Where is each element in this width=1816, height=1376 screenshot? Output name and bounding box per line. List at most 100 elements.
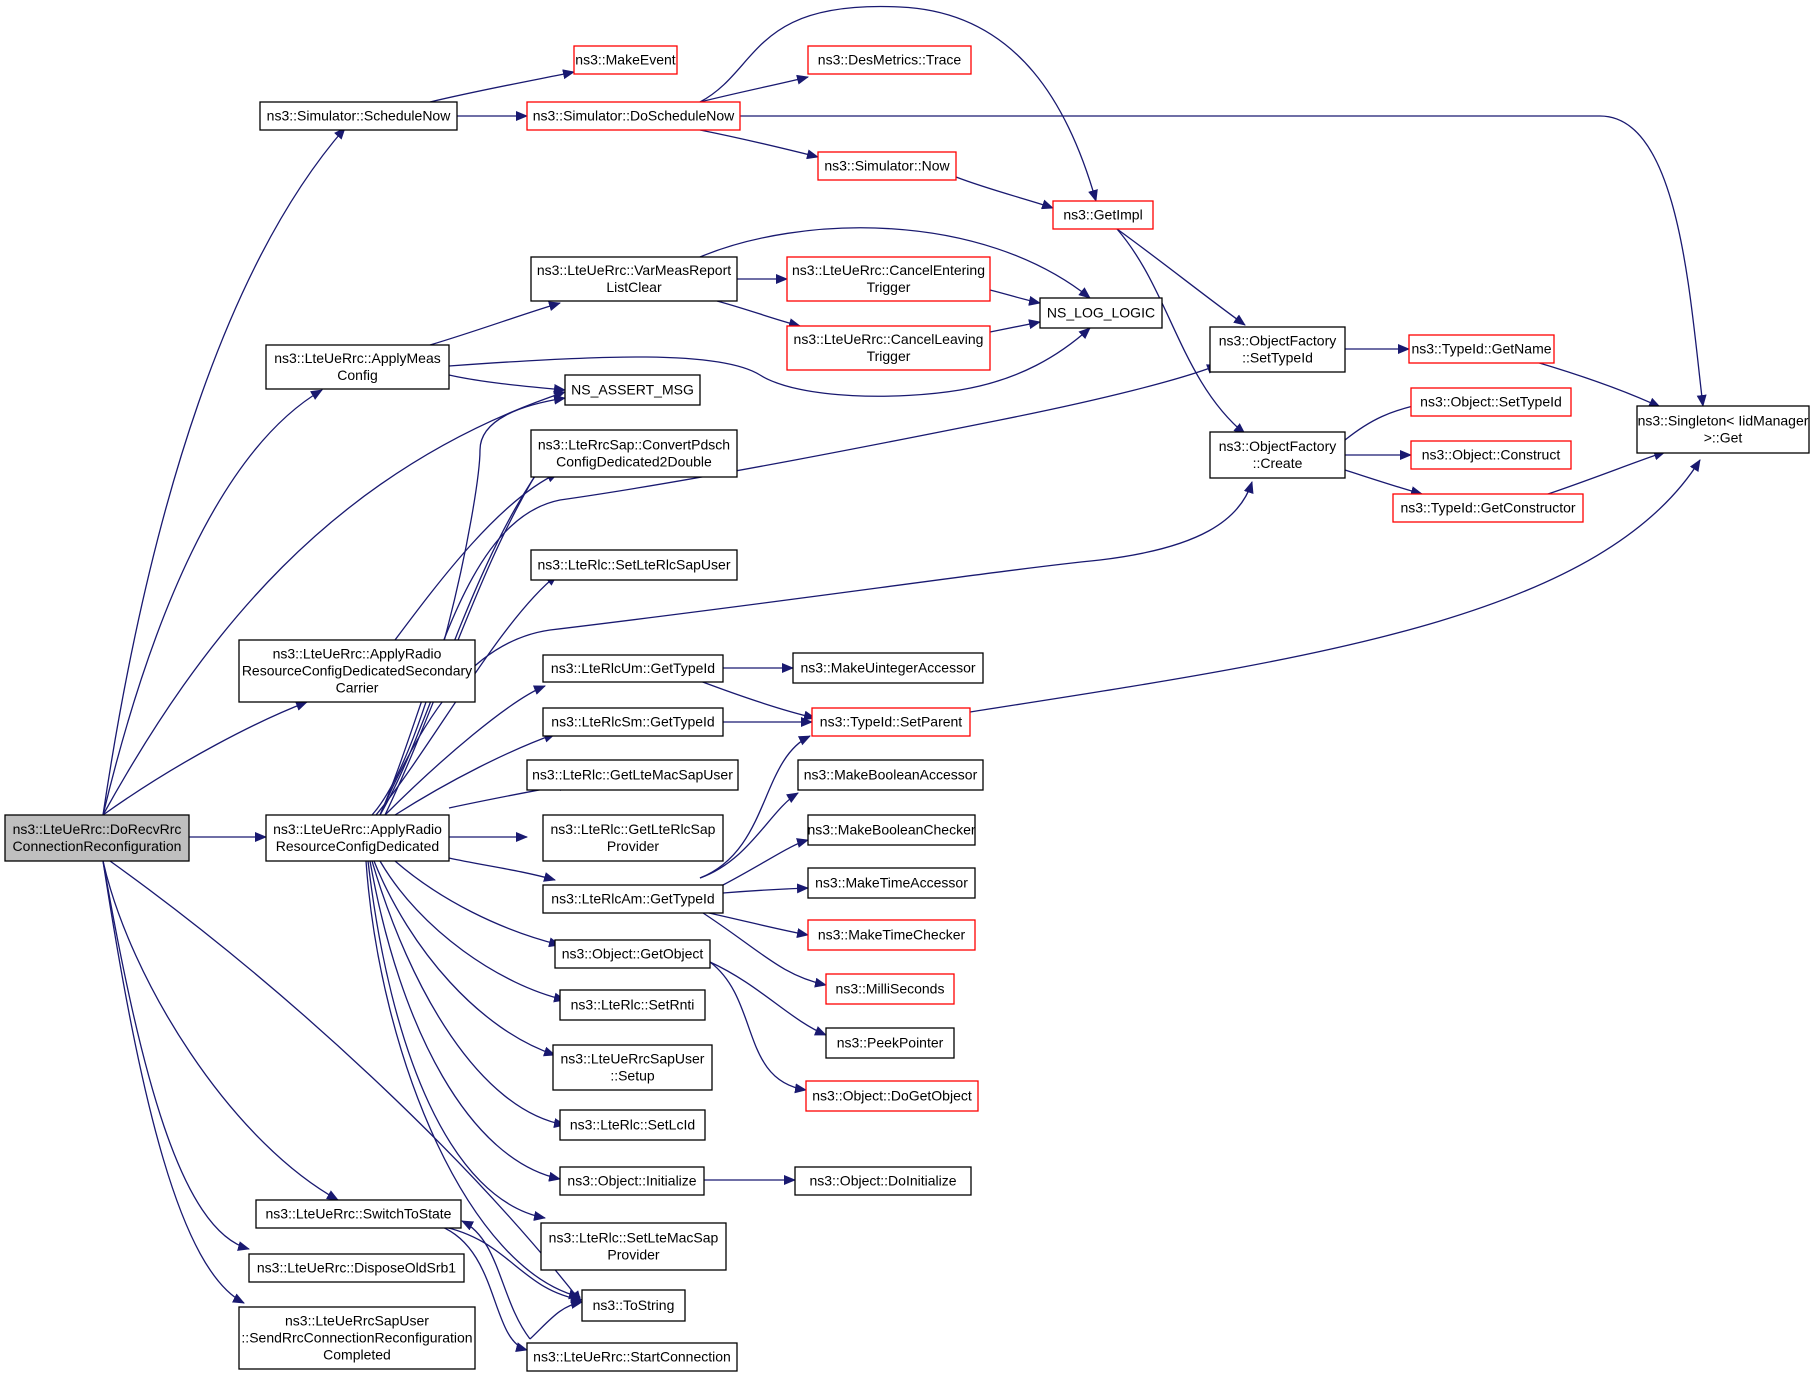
node-box bbox=[559, 1166, 705, 1196]
node-box bbox=[1039, 297, 1163, 329]
edge-setparent-singleton bbox=[969, 459, 1701, 713]
node-rlc-sm-get-type-id[interactable]: ns3::LteRlcSm::GetTypeId bbox=[542, 707, 724, 737]
node-rrc-sap-user-setup[interactable]: ns3::LteUeRrcSapUser::Setup bbox=[552, 1044, 713, 1091]
node-label: ::Setup bbox=[610, 1068, 655, 1084]
node-label: ns3::Object::Initialize bbox=[567, 1173, 696, 1189]
node-box bbox=[807, 814, 976, 846]
node-of-set-type-id[interactable]: ns3::ObjectFactory::SetTypeId bbox=[1209, 326, 1346, 373]
node-do-schedule-now[interactable]: ns3::Simulator::DoScheduleNow bbox=[526, 101, 741, 131]
node-make-time-acc[interactable]: ns3::MakeTimeAccessor bbox=[807, 867, 976, 899]
node-des-metrics[interactable]: ns3::DesMetrics::Trace bbox=[807, 45, 972, 75]
node-label: NS_LOG_LOGIC bbox=[1047, 305, 1155, 321]
node-set-parent[interactable]: ns3::TypeId::SetParent bbox=[811, 707, 971, 737]
nodes: ns3::LteUeRrc::DoRecvRrcConnectionReconf… bbox=[4, 45, 1810, 1372]
node-switch-to-state[interactable]: ns3::LteUeRrc::SwitchToState bbox=[255, 1199, 462, 1229]
node-label: ns3::LteRlcUm::GetTypeId bbox=[551, 660, 715, 676]
node-make-time-checker[interactable]: ns3::MakeTimeChecker bbox=[807, 919, 976, 951]
node-box bbox=[573, 45, 678, 75]
node-label: ns3::LteUeRrc::ApplyRadio bbox=[273, 821, 442, 837]
node-label: ns3::LteUeRrc::VarMeasReport bbox=[537, 262, 731, 278]
node-rlc-um-get-type-id[interactable]: ns3::LteRlcUm::GetTypeId bbox=[542, 654, 724, 683]
node-convert-pdsch[interactable]: ns3::LteRrcSap::ConvertPdschConfigDedica… bbox=[530, 429, 738, 478]
node-label: ConfigDedicated2Double bbox=[556, 454, 712, 470]
node-label: ns3::LteRrcSap::ConvertPdsch bbox=[538, 437, 730, 453]
node-label: ns3::Object::DoInitialize bbox=[809, 1173, 956, 1189]
node-start-connection[interactable]: ns3::LteUeRrc::StartConnection bbox=[526, 1342, 738, 1372]
node-do-get-object[interactable]: ns3::Object::DoGetObject bbox=[805, 1080, 979, 1112]
node-do-initialize[interactable]: ns3::Object::DoInitialize bbox=[794, 1166, 972, 1196]
node-box bbox=[526, 759, 739, 791]
node-peek-pointer[interactable]: ns3::PeekPointer bbox=[825, 1027, 955, 1059]
edge-applydedicated-setrnti bbox=[379, 860, 566, 1003]
node-obj-initialize[interactable]: ns3::Object::Initialize bbox=[559, 1166, 705, 1196]
node-label: ns3::LteUeRrc::DoRecvRrc bbox=[13, 821, 182, 837]
node-box bbox=[542, 884, 724, 914]
node-label: ns3::MakeBooleanAccessor bbox=[804, 767, 978, 783]
node-get-constructor[interactable]: ns3::TypeId::GetConstructor bbox=[1392, 493, 1584, 523]
node-label: Completed bbox=[323, 1347, 391, 1363]
node-make-bool-checker[interactable]: ns3::MakeBooleanChecker bbox=[807, 814, 976, 846]
node-dispose-old-srb1[interactable]: ns3::LteUeRrc::DisposeOldSrb1 bbox=[248, 1253, 465, 1283]
edge-switchtostate-startconnection bbox=[439, 1225, 528, 1352]
node-make-uint-acc[interactable]: ns3::MakeUintegerAccessor bbox=[792, 652, 984, 684]
node-get-impl[interactable]: ns3::GetImpl bbox=[1052, 200, 1154, 230]
node-label: ::SendRrcConnectionReconfiguration bbox=[241, 1330, 472, 1346]
node-get-object[interactable]: ns3::Object::GetObject bbox=[554, 939, 711, 969]
node-assert-msg[interactable]: NS_ASSERT_MSG bbox=[564, 374, 701, 406]
node-box bbox=[259, 101, 458, 131]
node-make-bool-acc[interactable]: ns3::MakeBooleanAccessor bbox=[797, 759, 984, 791]
node-milli-seconds[interactable]: ns3::MilliSeconds bbox=[825, 973, 955, 1005]
node-box bbox=[4, 814, 190, 862]
node-obj-construct[interactable]: ns3::Object::Construct bbox=[1410, 440, 1572, 470]
edge-applydedicated-convertpdsch-2 bbox=[384, 457, 547, 816]
node-label: ns3::TypeId::SetParent bbox=[820, 714, 963, 730]
node-box bbox=[807, 919, 976, 951]
node-set-lte-rlc-sap-user[interactable]: ns3::LteRlc::SetLteRlcSapUser bbox=[530, 549, 738, 581]
node-box bbox=[811, 707, 971, 737]
edge-varmeas-loglogic bbox=[699, 227, 1091, 299]
edge-applydedicated-rlcumgettypeid bbox=[384, 685, 546, 816]
node-make-event[interactable]: ns3::MakeEvent bbox=[573, 45, 678, 75]
node-log-logic[interactable]: NS_LOG_LOGIC bbox=[1039, 297, 1163, 329]
node-of-create[interactable]: ns3::ObjectFactory::Create bbox=[1209, 431, 1346, 479]
node-label: ns3::Singleton< IidManager bbox=[1638, 413, 1809, 429]
node-obj-set-type-id[interactable]: ns3::Object::SetTypeId bbox=[1410, 387, 1572, 417]
node-label: ns3::LteRlc::SetLcId bbox=[570, 1117, 695, 1133]
node-label: ns3::LteUeRrcSapUser bbox=[561, 1051, 705, 1067]
edge-rlcumgettypeid-setparent bbox=[699, 680, 816, 721]
node-box bbox=[554, 939, 711, 969]
node-set-lc-id[interactable]: ns3::LteRlc::SetLcId bbox=[559, 1109, 706, 1141]
node-root[interactable]: ns3::LteUeRrc::DoRecvRrcConnectionReconf… bbox=[4, 814, 190, 862]
node-apply-dedicated[interactable]: ns3::LteUeRrc::ApplyRadioResourceConfigD… bbox=[265, 814, 450, 862]
edge-applymeas-assertmsg bbox=[448, 374, 566, 395]
node-singleton-get[interactable]: ns3::Singleton< IidManager>::Get bbox=[1636, 405, 1810, 454]
node-box bbox=[238, 639, 476, 703]
node-label: ns3::LteUeRrcSapUser bbox=[285, 1313, 429, 1329]
node-get-lte-mac-sap-user[interactable]: ns3::LteRlc::GetLteMacSapUser bbox=[526, 759, 739, 791]
node-box bbox=[530, 429, 738, 478]
node-label: ns3::TypeId::GetName bbox=[1411, 341, 1551, 357]
node-apply-secondary[interactable]: ns3::LteUeRrc::ApplyRadioResourceConfigD… bbox=[238, 639, 476, 703]
edge-doschedulenow-desmetrics bbox=[699, 74, 809, 103]
node-to-string[interactable]: ns3::ToString bbox=[581, 1289, 686, 1322]
node-sim-now[interactable]: ns3::Simulator::Now bbox=[817, 151, 957, 181]
node-schedule-now[interactable]: ns3::Simulator::ScheduleNow bbox=[259, 101, 458, 131]
node-box bbox=[805, 1080, 979, 1112]
node-box bbox=[786, 256, 991, 302]
node-send-rrc-conn-reconfig[interactable]: ns3::LteUeRrcSapUser::SendRrcConnectionR… bbox=[238, 1306, 476, 1370]
node-box bbox=[559, 1109, 706, 1141]
node-box bbox=[265, 814, 450, 862]
node-box bbox=[807, 867, 976, 899]
node-get-name[interactable]: ns3::TypeId::GetName bbox=[1408, 334, 1555, 364]
node-label: ns3::Object::SetTypeId bbox=[1420, 394, 1562, 410]
node-label: ns3::MilliSeconds bbox=[836, 981, 945, 997]
node-set-rnti[interactable]: ns3::LteRlc::SetRnti bbox=[559, 989, 706, 1021]
edges bbox=[102, 5, 1707, 1352]
node-rlc-am-get-type-id[interactable]: ns3::LteRlcAm::GetTypeId bbox=[542, 884, 724, 914]
